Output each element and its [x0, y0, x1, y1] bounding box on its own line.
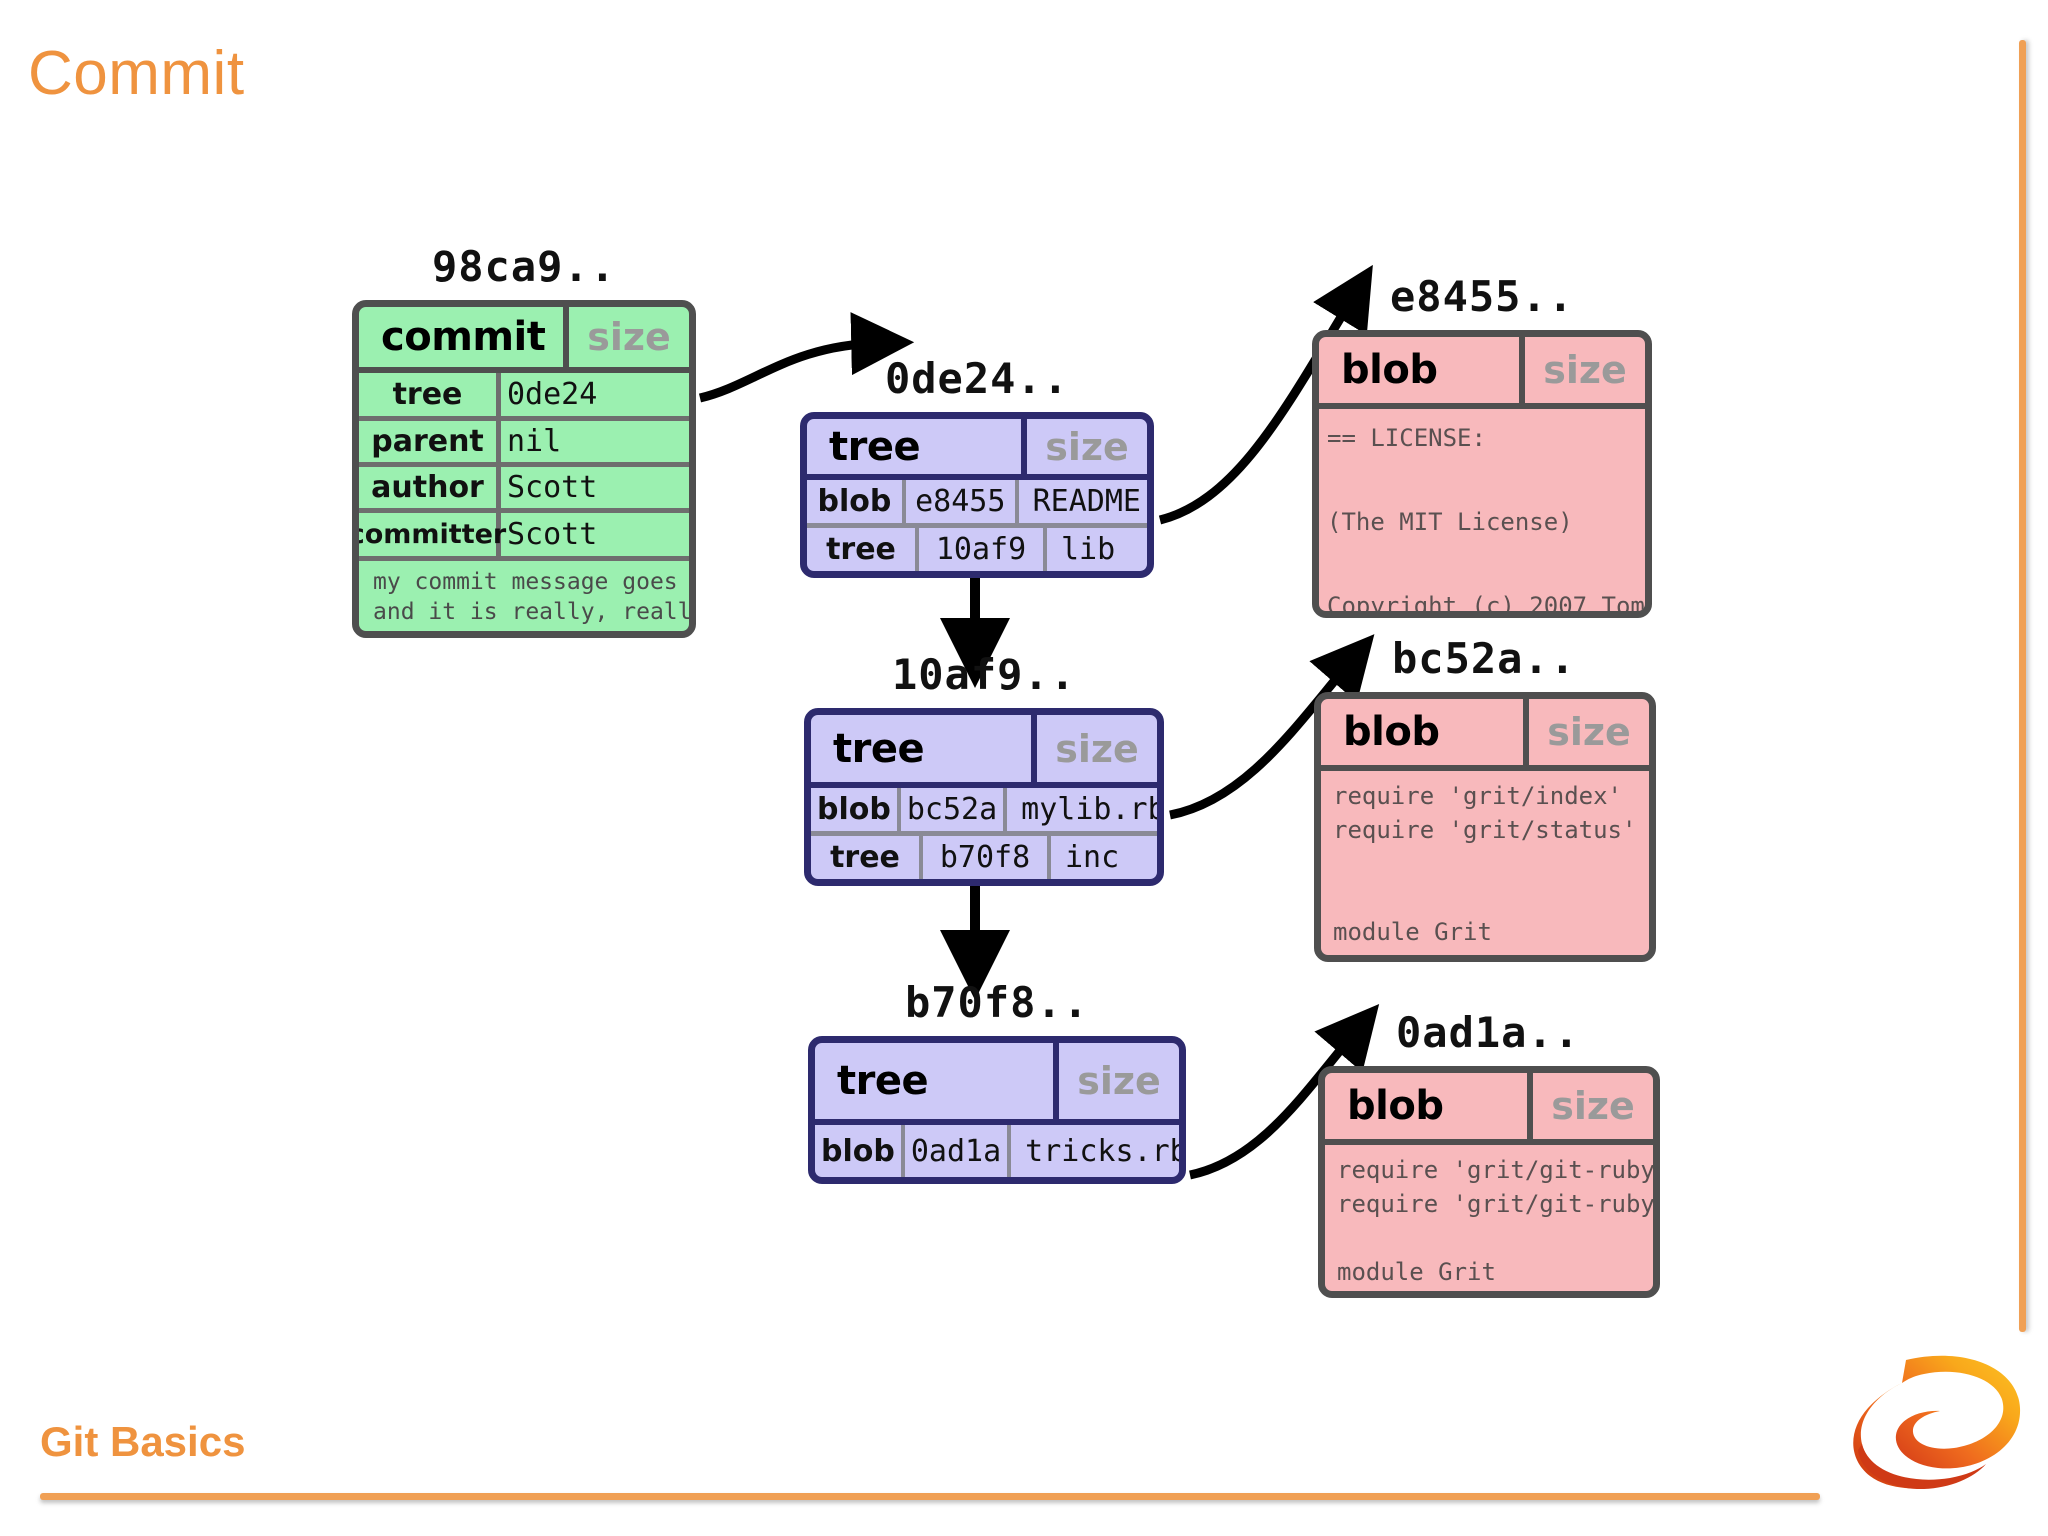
e-logo: [1846, 1352, 2036, 1522]
node-hash-label: 10af9..: [891, 650, 1076, 699]
entry-type: tree: [807, 528, 919, 571]
node-entries: blob e8455 README tree 10af9 lib: [807, 480, 1147, 571]
node-size-label: size: [1077, 1059, 1161, 1103]
node-tree-b70f8[interactable]: b70f8.. tree size blob 0ad1a tricks.rb: [808, 978, 1186, 1184]
field-key: parent: [359, 421, 501, 463]
node-type-label: blob: [1321, 699, 1529, 765]
right-edge-divider: [2019, 40, 2026, 1332]
table-row: blob e8455 README: [807, 480, 1147, 528]
entry-hash: 10af9: [919, 528, 1047, 571]
field-key: author: [359, 467, 501, 509]
footer-title: Git Basics: [40, 1418, 246, 1465]
field-key: committer: [359, 513, 506, 557]
node-hash-label: e8455..: [1390, 272, 1575, 321]
node-type-label: commit: [359, 307, 569, 368]
node-type-label: tree: [807, 419, 1027, 474]
entry-type: blob: [815, 1125, 905, 1177]
page-title: Commit: [28, 39, 245, 108]
node-entries: blob bc52a mylib.rb tree b70f8 inc: [811, 788, 1157, 879]
entry-hash: 0ad1a: [905, 1125, 1012, 1177]
table-row: committer Scott: [359, 513, 689, 562]
commit-message: my commit message goes here and it is re…: [373, 569, 692, 625]
table-row: blob bc52a mylib.rb: [811, 788, 1157, 836]
table-row: blob 0ad1a tricks.rb: [815, 1125, 1179, 1177]
node-type-label: blob: [1325, 1073, 1533, 1139]
field-value: Scott: [507, 517, 598, 553]
node-tree-0de24[interactable]: 0de24.. tree size blob e8455 README tree…: [800, 354, 1154, 578]
node-header: blob size: [1325, 1073, 1653, 1145]
entry-name: mylib.rb: [1021, 792, 1164, 827]
node-entries: blob 0ad1a tricks.rb: [815, 1125, 1179, 1177]
table-row: parent nil: [359, 421, 689, 468]
entry-hash: b70f8: [923, 836, 1051, 879]
blob-content: == LICENSE: (The MIT License) Copyright …: [1327, 424, 1645, 611]
node-box: tree size blob bc52a mylib.rb tree b70f8…: [804, 708, 1164, 886]
footer-divider: [40, 1493, 1820, 1500]
node-box: blob size require 'grit/git-ruby/reposi …: [1318, 1066, 1660, 1298]
node-hash-label: bc52a..: [1392, 634, 1577, 683]
field-value: nil: [507, 424, 562, 460]
blob-content: require 'grit/git-ruby/reposi require 'g…: [1337, 1156, 1653, 1287]
node-hash-label: 0ad1a..: [1396, 1008, 1581, 1057]
table-row: author Scott: [359, 467, 689, 514]
field-value: 0de24: [507, 377, 598, 413]
entry-name: lib: [1061, 532, 1116, 567]
entry-name: tricks.rb: [1025, 1133, 1186, 1169]
node-box: tree size blob 0ad1a tricks.rb: [808, 1036, 1186, 1184]
node-type-label: blob: [1319, 337, 1525, 403]
node-hash-label: 0de24..: [884, 354, 1069, 403]
node-box: commit size tree 0de24 parent nil author…: [352, 300, 696, 638]
node-blob-bc52a[interactable]: bc52a.. blob size require 'grit/index' r…: [1314, 634, 1656, 962]
entry-type: blob: [811, 788, 901, 831]
node-box: blob size require 'grit/index' require '…: [1314, 692, 1656, 962]
node-type-label: tree: [811, 715, 1037, 782]
node-header: blob size: [1319, 337, 1645, 409]
entry-type: blob: [807, 480, 906, 523]
node-box: blob size == LICENSE: (The MIT License) …: [1312, 330, 1652, 618]
node-header: commit size: [359, 307, 689, 374]
node-size-label: size: [1547, 710, 1631, 754]
node-fields: tree 0de24 parent nil author Scott commi…: [359, 373, 689, 631]
entry-hash: e8455: [906, 480, 1019, 523]
table-row: tree 0de24: [359, 373, 689, 422]
node-commit-98ca9[interactable]: 98ca9.. commit size tree 0de24 parent ni…: [352, 242, 696, 638]
node-size-label: size: [1543, 348, 1627, 392]
field-value: Scott: [507, 470, 598, 506]
node-blob-e8455[interactable]: e8455.. blob size == LICENSE: (The MIT L…: [1312, 272, 1652, 618]
entry-type: tree: [811, 836, 923, 879]
node-hash-label: b70f8..: [904, 978, 1089, 1027]
node-type-label: tree: [815, 1043, 1059, 1119]
entry-name: inc: [1065, 840, 1120, 875]
node-header: blob size: [1321, 699, 1649, 771]
field-key: tree: [359, 373, 501, 417]
node-size-label: size: [587, 315, 671, 360]
table-row: tree b70f8 inc: [811, 836, 1157, 879]
entry-name: README: [1032, 484, 1141, 519]
node-header: tree size: [807, 419, 1147, 480]
entry-hash: bc52a: [901, 788, 1008, 831]
node-size-label: size: [1045, 424, 1129, 469]
node-box: tree size blob e8455 README tree 10af9 l…: [800, 412, 1154, 578]
table-row: tree 10af9 lib: [807, 528, 1147, 571]
node-hash-label: 98ca9..: [431, 242, 616, 291]
node-size-label: size: [1551, 1084, 1635, 1128]
node-header: tree size: [811, 715, 1157, 788]
node-blob-0ad1a[interactable]: 0ad1a.. blob size require 'grit/git-ruby…: [1318, 1008, 1660, 1298]
blob-content: require 'grit/index' require 'grit/statu…: [1333, 782, 1637, 955]
node-header: tree size: [815, 1043, 1179, 1125]
node-size-label: size: [1055, 726, 1139, 771]
node-tree-10af9[interactable]: 10af9.. tree size blob bc52a mylib.rb tr…: [804, 650, 1164, 886]
